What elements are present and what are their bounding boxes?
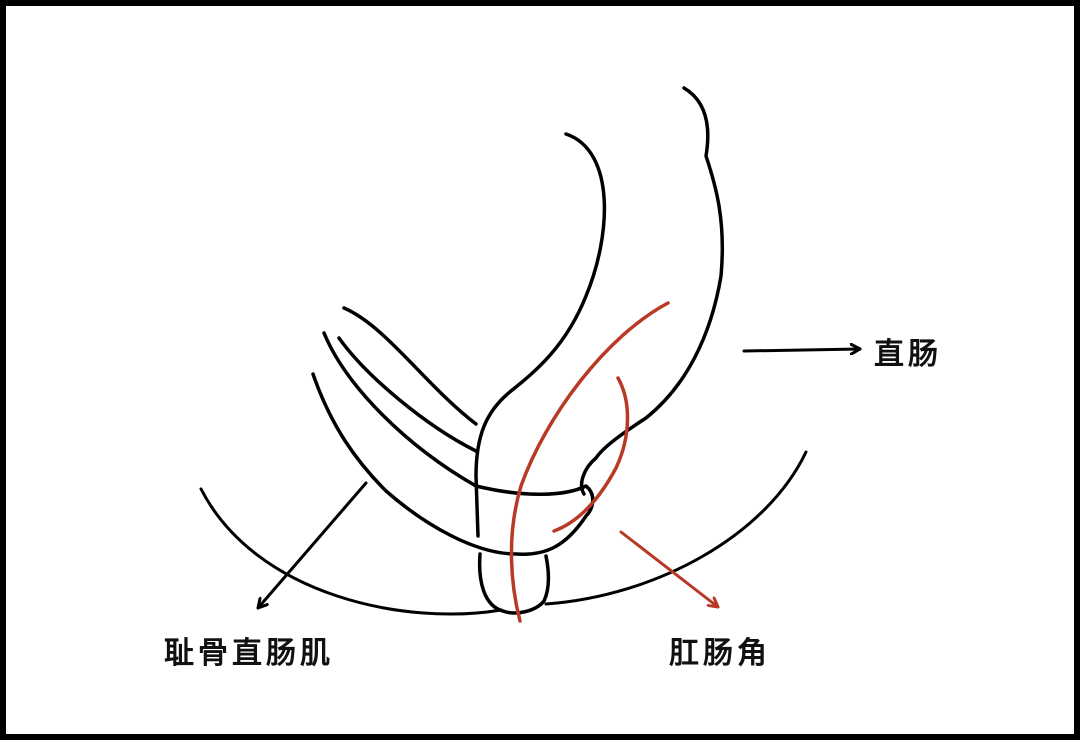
puborectalis-arrow bbox=[256, 481, 368, 610]
puborectalis-fiber-3 bbox=[311, 331, 595, 556]
puborectalis-label: 耻骨直肠肌 bbox=[164, 636, 334, 671]
rectum-front-wall bbox=[474, 132, 607, 538]
rectum-arrow bbox=[742, 349, 862, 351]
anal-canal bbox=[477, 552, 551, 615]
puborectalis-fiber-1 bbox=[342, 306, 478, 426]
anorectal-angle-arrow bbox=[619, 530, 720, 609]
angle-line-long bbox=[509, 301, 670, 623]
angle-line-short bbox=[552, 376, 630, 533]
rectum-back-wall bbox=[579, 86, 725, 496]
anatomy-drawing bbox=[199, 86, 862, 623]
puborectalis-fiber-2 bbox=[337, 336, 478, 453]
pelvic-floor-curve bbox=[199, 450, 808, 616]
anorectal-angle-label: 肛肠角 bbox=[669, 636, 771, 671]
rectum-label: 直肠 bbox=[874, 337, 942, 372]
